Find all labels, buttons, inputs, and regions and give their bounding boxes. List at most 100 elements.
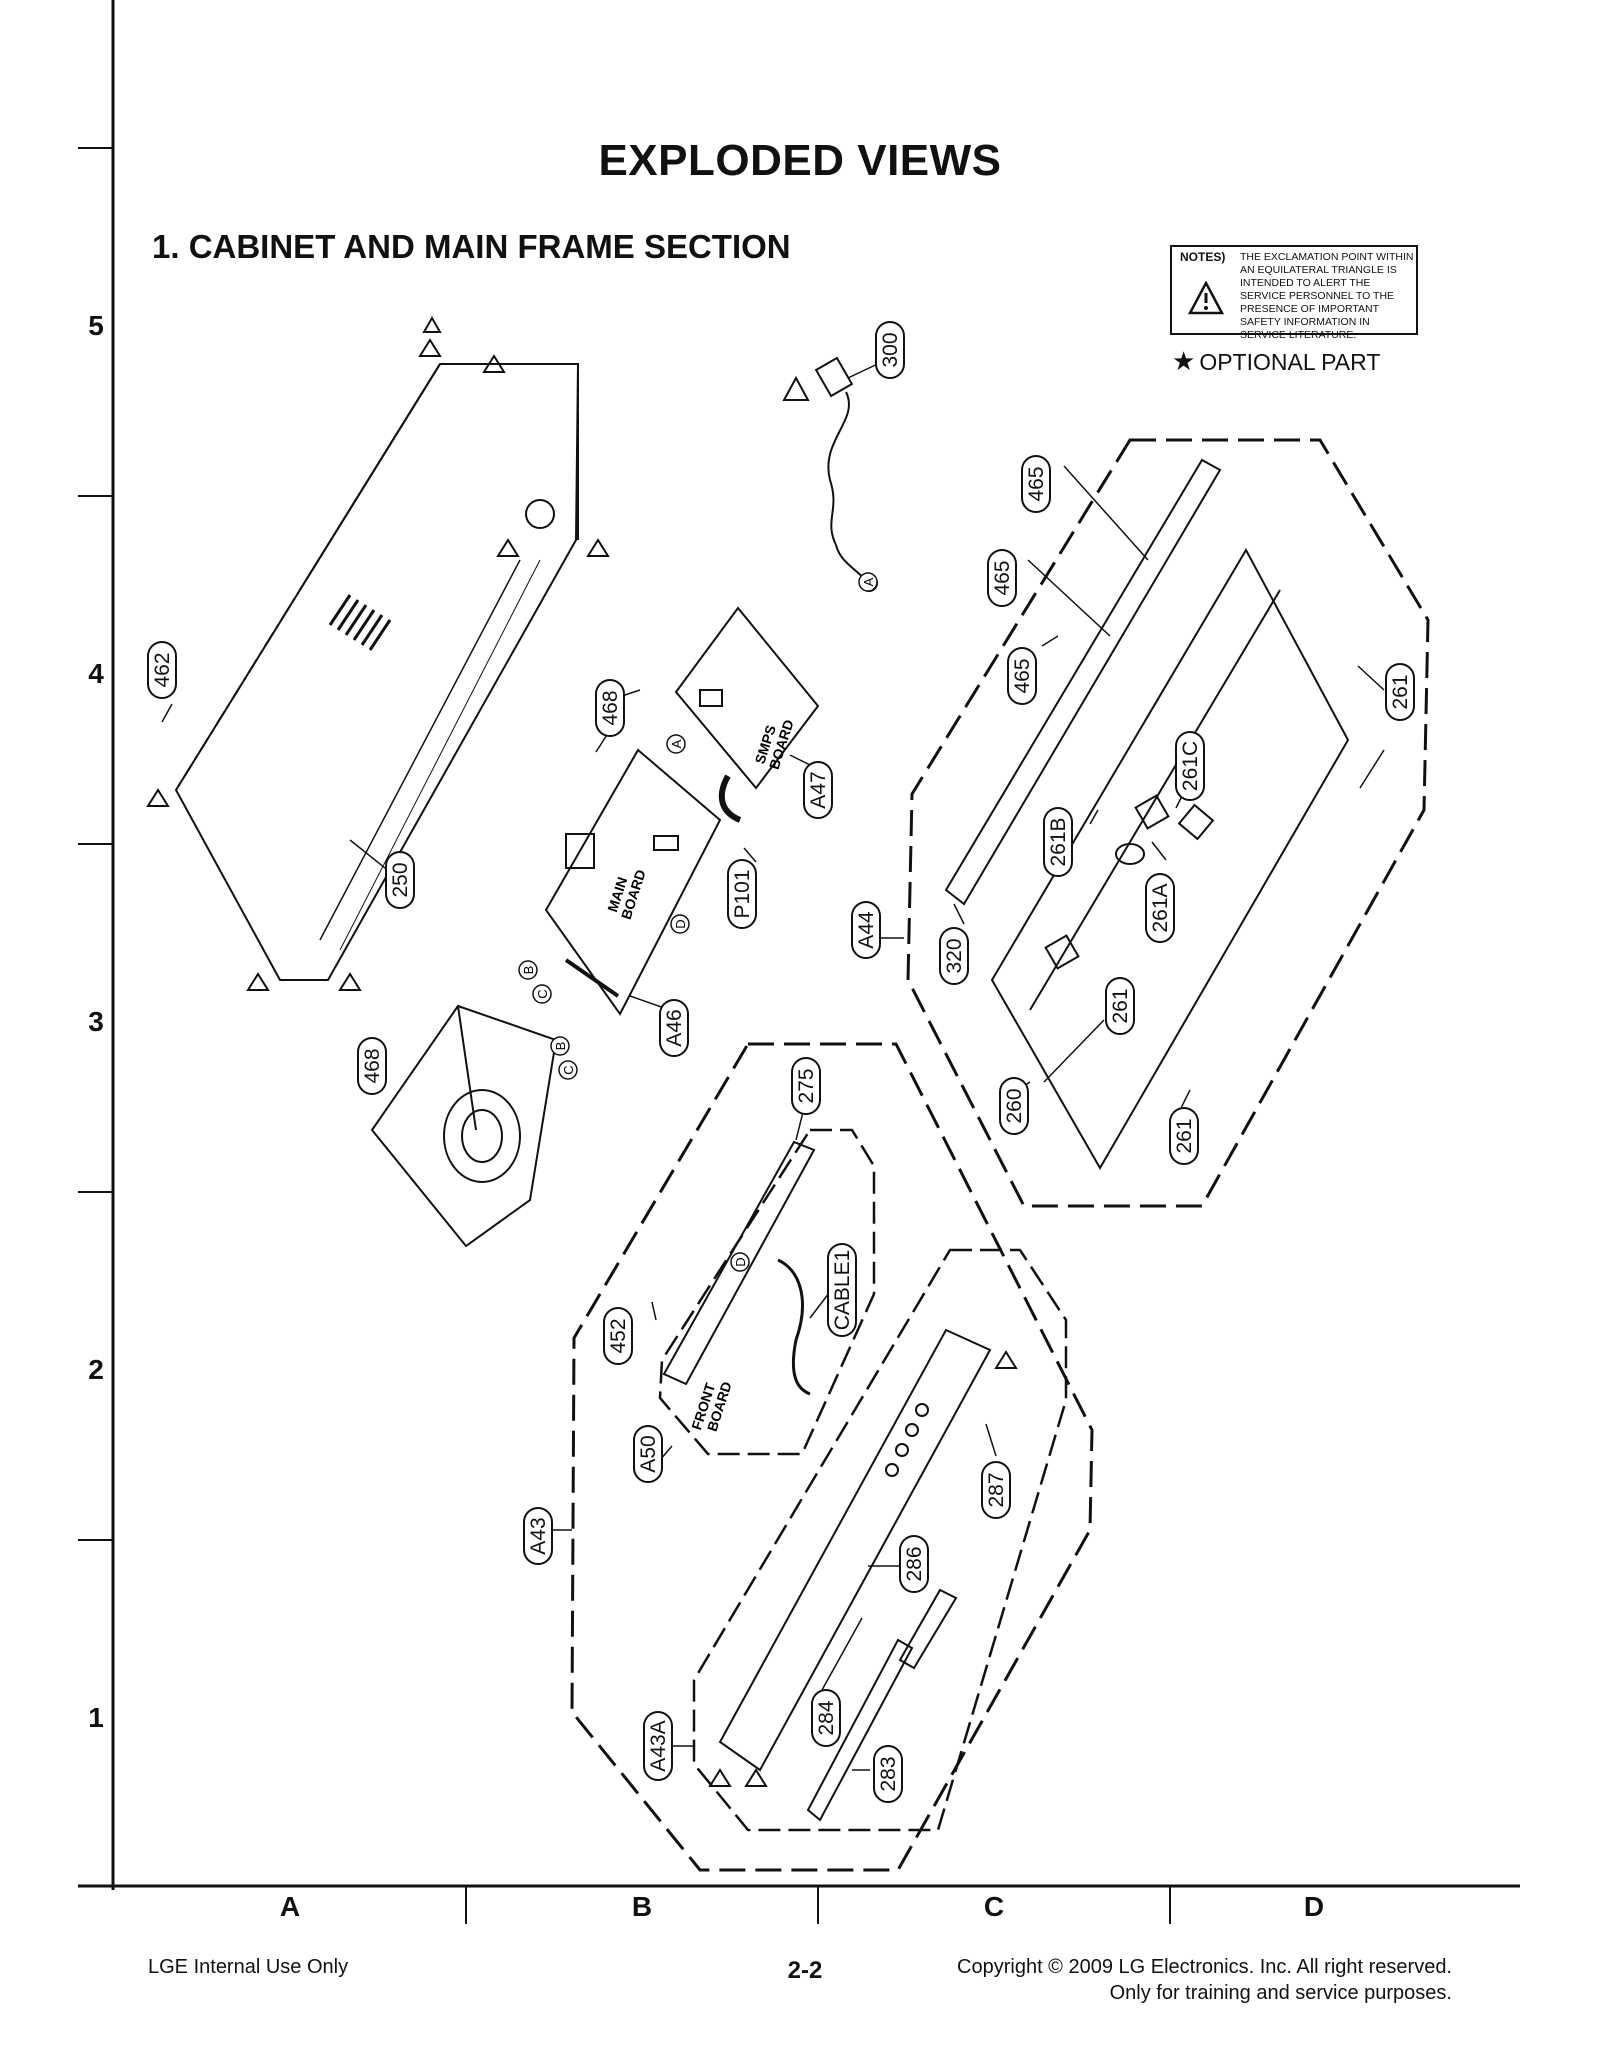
part-callout-outline: [643, 1711, 673, 1781]
star-icon: ★: [1172, 346, 1196, 376]
part-callout-outline: [595, 679, 625, 737]
part-callout-outline: [1105, 977, 1135, 1035]
connector-letter: C: [561, 1065, 576, 1074]
part-callout: 275: [791, 1057, 821, 1115]
grid-column-label: D: [1303, 1891, 1325, 1922]
a50-outline: [658, 1128, 876, 1456]
part-callout-outline: [659, 999, 689, 1057]
part-callout-outline: [981, 1461, 1011, 1519]
connector-letter-circle: [532, 984, 552, 1004]
connector-letter: B: [521, 966, 536, 975]
part-callout: 287: [981, 1461, 1011, 1519]
part-callout-label: 465: [991, 560, 1014, 595]
a43a-outline: [692, 1248, 1068, 1832]
part-callout-label: 284: [815, 1700, 838, 1735]
optional-part-label: OPTIONAL PART: [1199, 349, 1381, 375]
part-callout-label: 462: [151, 652, 174, 687]
connector-letter-circle: [730, 1252, 750, 1272]
part-callout-outline: [803, 761, 833, 819]
part-callout-label: CABLE1: [831, 1250, 854, 1331]
connector-letter: C: [535, 989, 550, 998]
part-callout-outline: [1145, 873, 1175, 943]
part-callout-outline: [603, 1307, 633, 1365]
part-callout-label: 283: [877, 1756, 900, 1791]
grid-column-label: B: [631, 1891, 653, 1922]
part-callout: 261: [1105, 977, 1135, 1035]
part-callout-label: 250: [389, 862, 412, 897]
part-callout-outline: [791, 1057, 821, 1115]
part-callout-label: 287: [985, 1472, 1008, 1507]
part-callout-outline: [385, 851, 415, 909]
part-callout-outline: [873, 1745, 903, 1803]
part-callout: 468: [357, 1037, 387, 1095]
part-callout-label: 261: [1389, 674, 1412, 709]
page-number: 2-2: [787, 1957, 823, 1984]
part-callout-outline: [523, 1507, 553, 1565]
grid-row-label: 2: [88, 1354, 104, 1385]
part-callout-label: 286: [903, 1546, 926, 1581]
part-callout-label: A44: [855, 911, 878, 949]
footer-copyright: Copyright © 2009 LG Electronics. Inc. Al…: [957, 1956, 1452, 1978]
main-frame: [944, 458, 1350, 1171]
top-cover: [174, 363, 580, 981]
a43-outline: [570, 1042, 1094, 1872]
grid-column-label: C: [983, 1891, 1005, 1922]
part-callout: 261B: [1043, 807, 1073, 877]
grid-row-label: 3: [88, 1006, 104, 1037]
part-callout: 260: [999, 1077, 1029, 1135]
part-callout-outline: [1007, 647, 1037, 705]
part-callout-outline: [851, 901, 881, 959]
grid-column-label: A: [279, 1891, 301, 1922]
part-callout: 250: [385, 851, 415, 909]
part-callout-outline: [987, 549, 1017, 607]
grid-row-label: 4: [88, 658, 104, 689]
grid-row-label: 5: [88, 310, 104, 341]
part-callout: 261A: [1145, 873, 1175, 943]
section-heading: 1. CABINET AND MAIN FRAME SECTION: [152, 228, 791, 265]
part-callout-outline: [1021, 455, 1051, 513]
dvd-loader: [370, 1004, 558, 1248]
footer-internal-use: LGE Internal Use Only: [148, 1956, 349, 1978]
part-callout: 284: [811, 1689, 841, 1747]
safety-triangles: [146, 315, 1018, 1787]
part-callout: 261: [1169, 1107, 1199, 1165]
part-callout-label: 261: [1173, 1118, 1196, 1153]
part-callout-outline: [727, 859, 757, 929]
part-callout: 283: [873, 1745, 903, 1803]
connector-letter: A: [861, 577, 876, 586]
part-callout: A50: [633, 1425, 663, 1483]
part-callout-label: A50: [637, 1435, 660, 1472]
part-callout: 300: [875, 321, 905, 379]
front-board: [662, 1140, 816, 1396]
part-callout: 261: [1385, 663, 1415, 721]
part-callout: P101: [727, 859, 757, 929]
connector-letter-circle: [666, 734, 686, 754]
part-callout: 465: [987, 549, 1017, 607]
connector-letter-circle: [670, 914, 690, 934]
part-callout-label: A43A: [647, 1720, 670, 1771]
connector-letter: B: [553, 1042, 568, 1051]
notes-box: NOTES) THE EXCLAMATION POINT WITHIN AN E…: [1170, 245, 1418, 341]
connector-letter-circle: [858, 572, 878, 592]
part-callout-label: 452: [607, 1318, 630, 1353]
part-callout: 465: [1021, 455, 1051, 513]
part-callout-outline: [999, 1077, 1029, 1135]
leader-lines: [161, 359, 1385, 1771]
part-callout-label: 275: [795, 1068, 818, 1103]
part-callout-outline: [147, 641, 177, 699]
part-callout-label: 465: [1011, 658, 1034, 693]
part-callout-label: A47: [807, 771, 830, 808]
part-callout-label: 300: [879, 332, 902, 367]
part-callout-outline: [875, 321, 905, 379]
part-callout: 452: [603, 1307, 633, 1365]
part-callout: A43: [523, 1507, 553, 1565]
connector-letter: A: [669, 739, 684, 748]
connector-letter-circle: [550, 1036, 570, 1056]
optional-part-legend: ★OPTIONAL PART: [1172, 346, 1380, 377]
grid-row-label: 1: [88, 1702, 104, 1733]
part-callout: A46: [659, 999, 689, 1057]
part-callout: 320: [939, 927, 969, 985]
part-callout-label: 261C: [1179, 741, 1202, 791]
